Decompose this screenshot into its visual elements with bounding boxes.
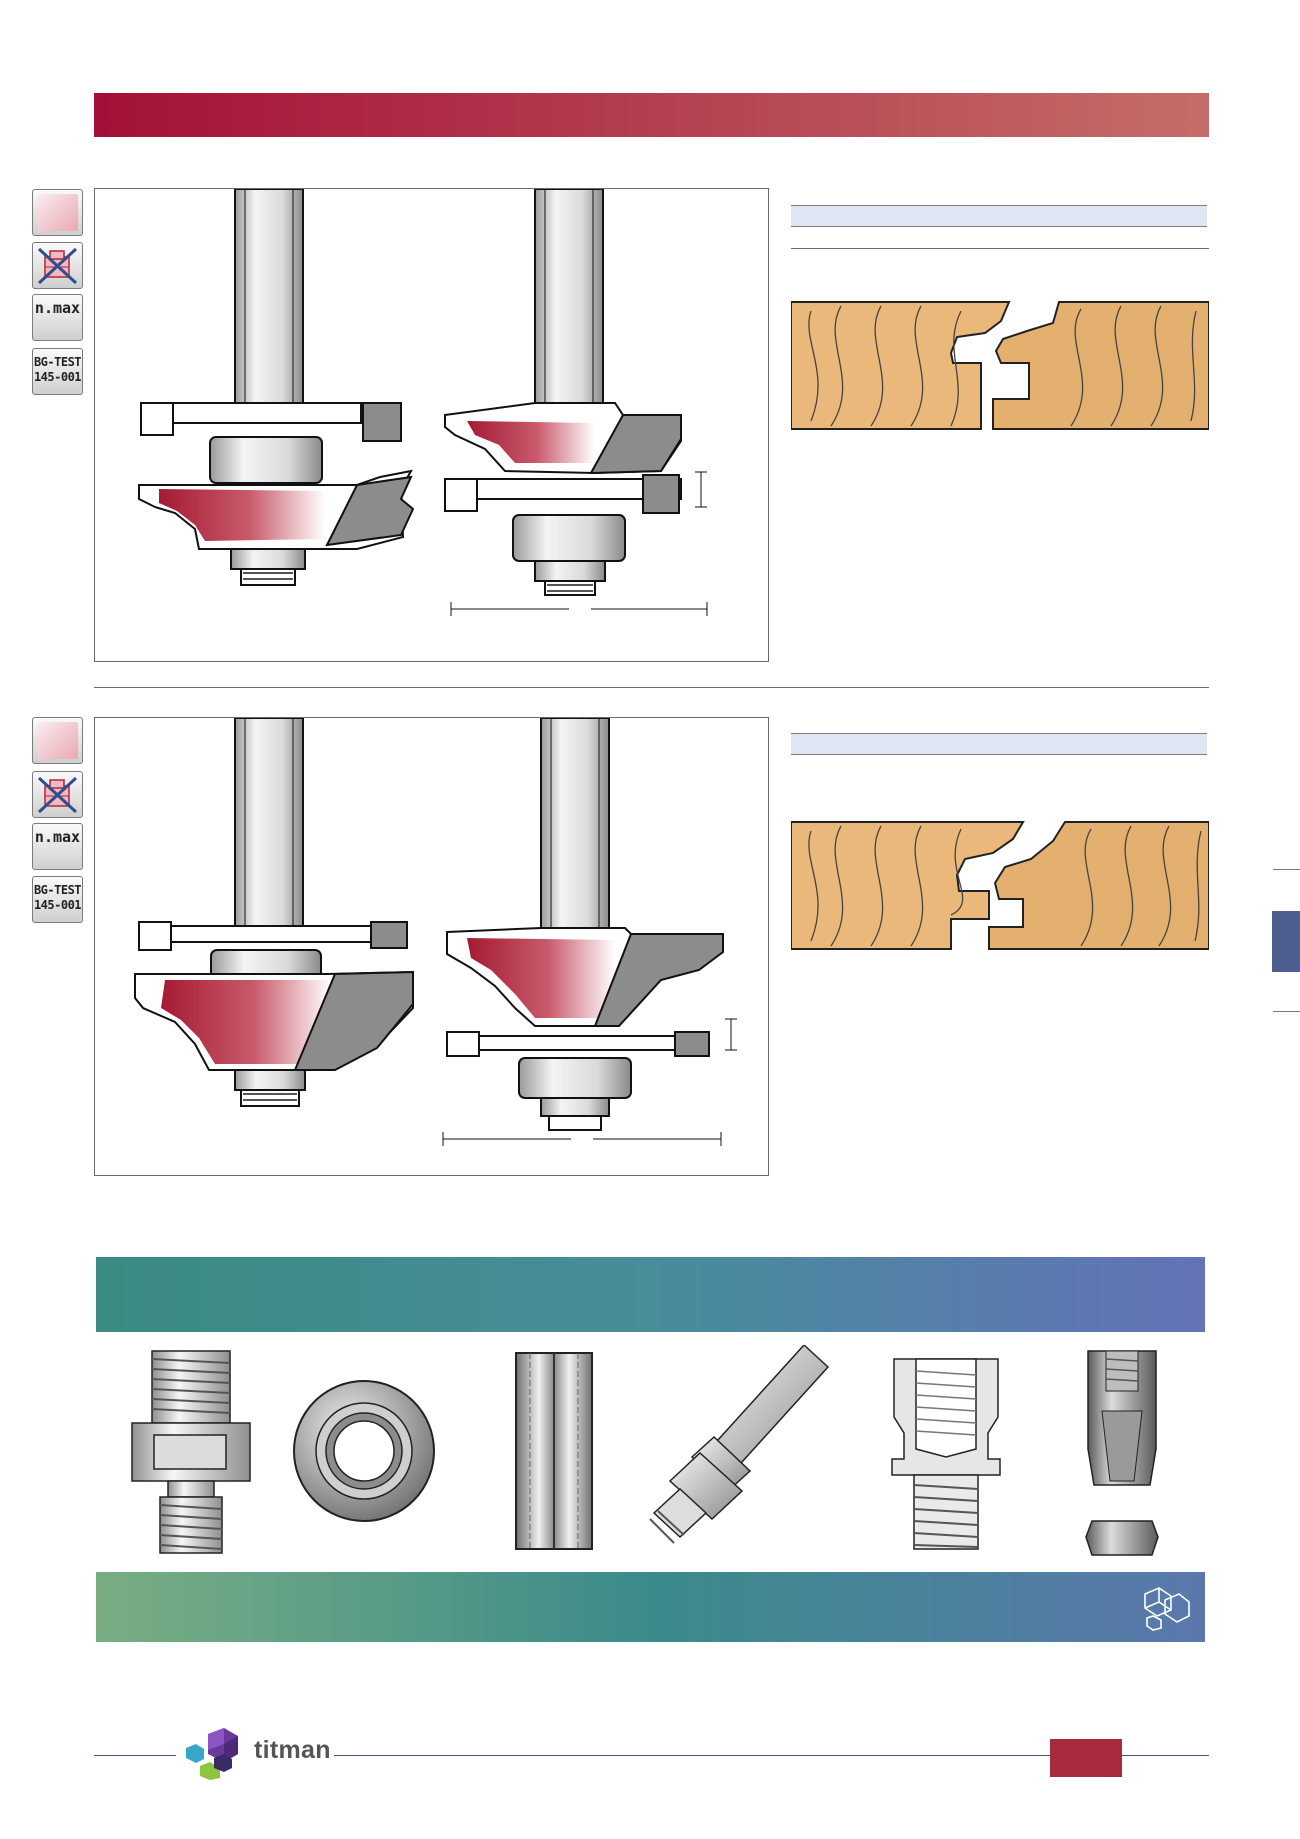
cutter-swatch-icon xyxy=(32,189,83,236)
shank-sleeve-icon xyxy=(515,1352,593,1550)
threaded-adapter-icon xyxy=(891,1358,1001,1550)
dimension-lines xyxy=(442,1018,737,1146)
wood-joint-profile xyxy=(791,821,1209,950)
footer-line xyxy=(94,1755,176,1756)
side-tab-line xyxy=(1273,869,1300,870)
titman-cube-logo-icon xyxy=(186,1728,238,1780)
bg-test-badge: BG-TEST 145-001 xyxy=(32,348,83,395)
hex-bolt-outline-icon xyxy=(1144,1587,1190,1631)
cutter-drawing-frame xyxy=(94,188,769,662)
bottom-band xyxy=(96,1572,1205,1642)
accessories-row xyxy=(96,1345,1205,1565)
no-manual-feed-icon xyxy=(32,242,83,289)
adapter-arbor-icon xyxy=(131,1350,251,1554)
footer-line xyxy=(334,1755,1209,1756)
page-number-box xyxy=(1050,1739,1122,1777)
spec-header-bar xyxy=(791,205,1207,227)
top-banner xyxy=(94,93,1209,137)
collet-nut-icon xyxy=(1085,1350,1159,1556)
dimension-lines xyxy=(450,471,708,616)
spec-divider xyxy=(791,248,1209,249)
wood-joint-profile xyxy=(791,301,1209,430)
stile-cutter-right xyxy=(446,718,724,1131)
cutter-swatch-icon xyxy=(32,717,83,764)
side-tab[interactable] xyxy=(1272,911,1300,972)
n-max-badge: n.max xyxy=(32,823,83,870)
accessories-header-band xyxy=(96,1257,1205,1332)
router-arbor-icon xyxy=(649,1345,830,1544)
ball-bearing-icon xyxy=(293,1380,435,1522)
bg-test-badge: BG-TEST 145-001 xyxy=(32,876,83,923)
side-tab-line xyxy=(1273,1011,1300,1012)
stile-cutter-right xyxy=(444,189,682,596)
section-divider xyxy=(94,687,1209,688)
no-manual-feed-icon xyxy=(32,771,83,818)
rail-cutter-left xyxy=(138,189,415,586)
n-max-badge: n.max xyxy=(32,294,83,341)
brand-name: titman xyxy=(254,1736,331,1764)
cutter-drawing-frame xyxy=(94,717,769,1176)
spec-header-bar xyxy=(791,733,1207,755)
rail-cutter-left xyxy=(134,718,414,1107)
